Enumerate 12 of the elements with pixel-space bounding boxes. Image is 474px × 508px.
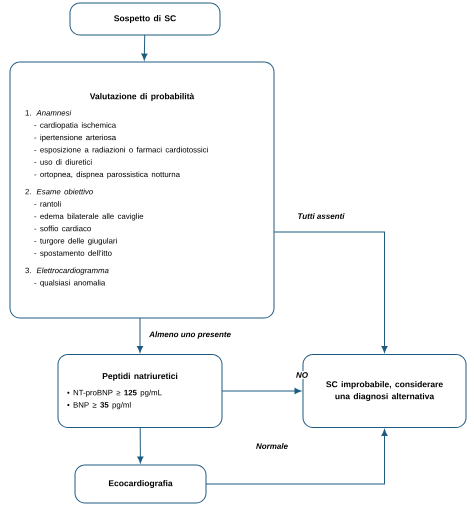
edge-label: Almeno uno presente — [148, 330, 232, 340]
process-box: Sospetto di SC — [70, 2, 220, 36]
arrow — [206, 429, 388, 484]
arrow — [137, 428, 144, 464]
edge-label: NO — [295, 371, 309, 379]
process-box: Ecocardiografia — [74, 464, 206, 504]
arrow — [136, 318, 144, 353]
edge-label: Tutti assenti — [296, 212, 346, 220]
arrow — [222, 388, 302, 394]
edge-label: Normale — [255, 442, 289, 450]
arrow — [274, 232, 388, 353]
arrow — [141, 35, 148, 60]
